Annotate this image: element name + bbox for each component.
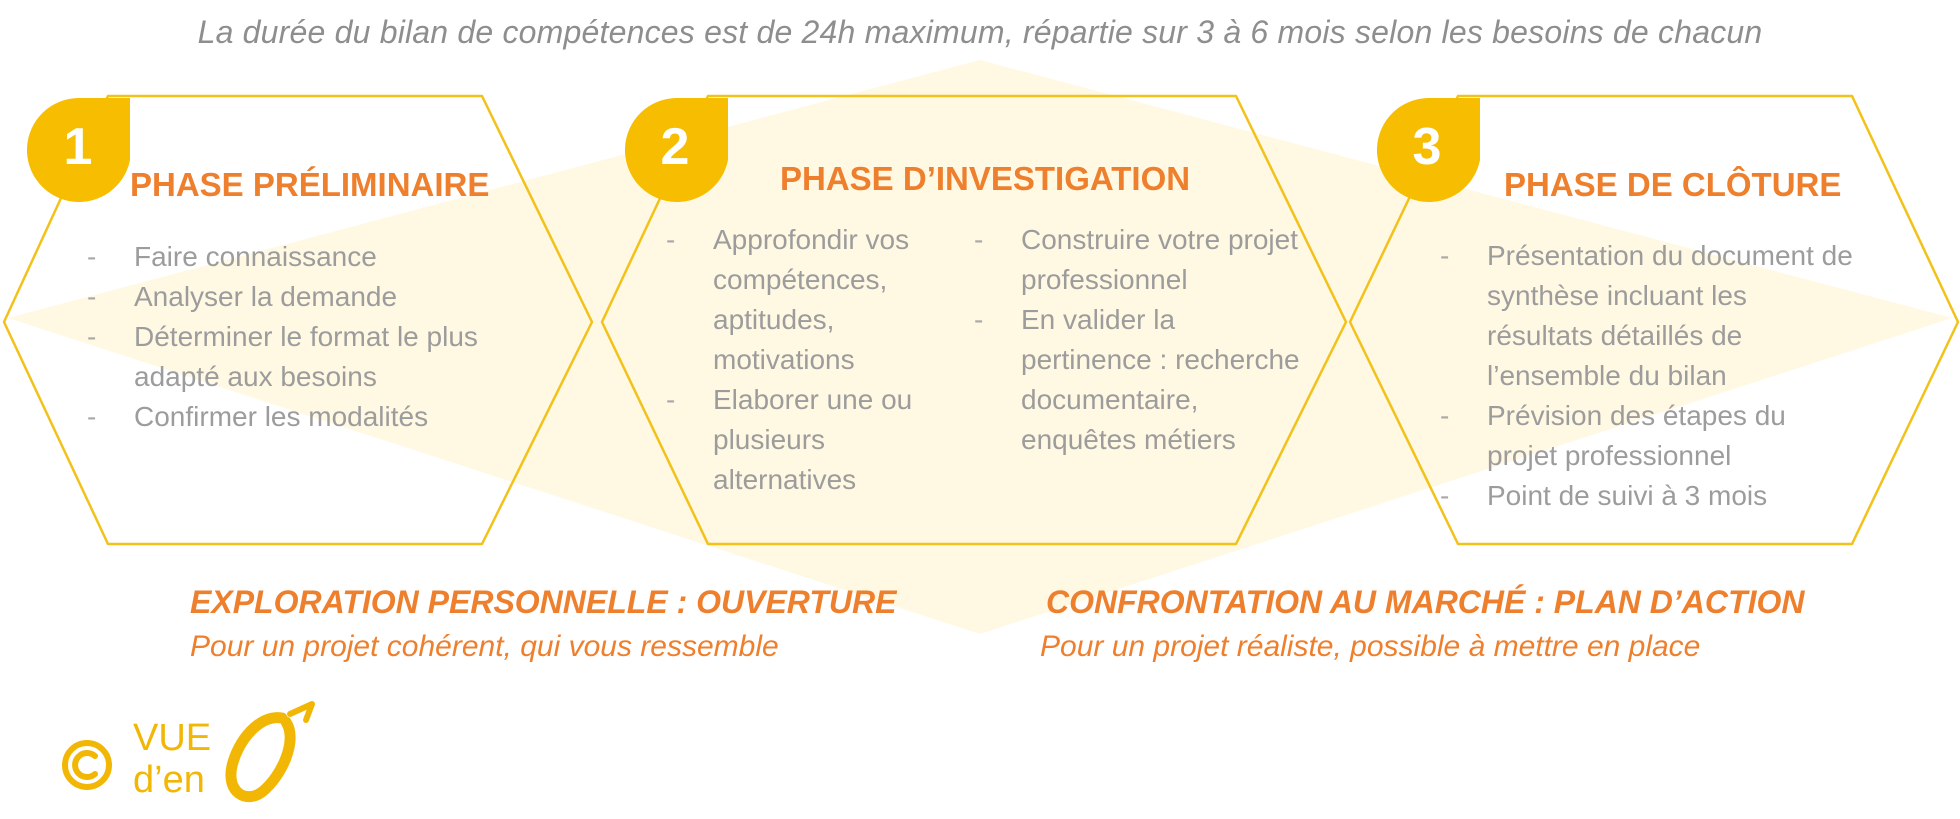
- list-item: Analyser la demande: [87, 277, 507, 317]
- phase-3-list: Présentation du document de synthèse inc…: [1440, 236, 1860, 516]
- list-item: Point de suivi à 3 mois: [1440, 476, 1860, 516]
- badge-1-shape: [26, 98, 130, 202]
- list-item: Elaborer une ou plusieurs alternatives: [666, 380, 934, 500]
- duration-subtitle: La durée du bilan de compétences est de …: [197, 14, 1763, 50]
- list-item: Construire votre projet professionnel: [974, 220, 1304, 300]
- badge-1-number: 1: [63, 118, 93, 176]
- phase-1-list: Faire connaissance Analyser la demande D…: [87, 237, 507, 437]
- list-item: Déterminer le format le plus adapté aux …: [87, 317, 507, 397]
- exploration-subtitle: Pour un projet cohérent, qui vous ressem…: [190, 630, 779, 663]
- list-item: Confirmer les modalités: [87, 397, 507, 437]
- phase-2-title: PHASE D’INVESTIGATION: [780, 160, 1191, 197]
- hexagon-phase-3: [1348, 94, 1960, 546]
- phase-3-title: PHASE DE CLÔTURE: [1504, 166, 1842, 203]
- list-item: Approfondir vos compétences, aptitudes, …: [666, 220, 934, 380]
- badge-3-shape: [1376, 98, 1480, 202]
- vue-den-logo: VUE d’en: [60, 700, 320, 810]
- badge-2-shape: [624, 98, 728, 202]
- confrontation-subtitle: Pour un projet réaliste, possible à mett…: [1040, 630, 1701, 663]
- hexagon-phase-2: [600, 94, 1348, 546]
- badge-2-number: 2: [660, 118, 690, 176]
- badge-3-number: 3: [1412, 118, 1442, 176]
- logo-o-mark: [225, 701, 315, 803]
- list-item: Faire connaissance: [87, 237, 507, 277]
- list-item: Prévision des étapes du projet professio…: [1440, 396, 1860, 476]
- logo-line-1: VUE: [133, 717, 212, 759]
- phase-2-list-left: Approfondir vos compétences, aptitudes, …: [666, 220, 934, 500]
- logo-line-2: d’en: [133, 759, 205, 801]
- list-item: En valider la pertinence : recherche doc…: [974, 300, 1304, 460]
- exploration-title: EXPLORATION PERSONNELLE : OUVERTURE: [190, 584, 897, 620]
- phase-1-title: PHASE PRÉLIMINAIRE: [130, 166, 490, 203]
- phase-2-list-right: Construire votre projet professionnel En…: [974, 220, 1304, 460]
- confrontation-title: CONFRONTATION AU MARCHÉ : PLAN D’ACTION: [1046, 584, 1805, 620]
- hexagon-phase-1: [2, 94, 594, 546]
- copyright-icon: [62, 740, 112, 790]
- list-item: Présentation du document de synthèse inc…: [1440, 236, 1860, 396]
